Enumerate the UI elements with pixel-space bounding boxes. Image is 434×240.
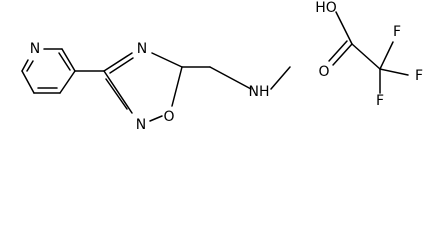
bond bbox=[103, 52, 133, 72]
oxadiazole-oxygen-label: O bbox=[163, 109, 174, 125]
bond bbox=[209, 66, 252, 90]
pyridine-ring bbox=[21, 48, 76, 94]
trifluoroacetic-acid bbox=[328, 11, 409, 94]
bond bbox=[103, 70, 133, 114]
fluorine-right-label: F bbox=[415, 68, 423, 84]
oxadiazole-nitrogen-2-label: N bbox=[136, 117, 146, 133]
bond bbox=[171, 66, 183, 107]
structure-drawing: N N N O NH HO O F F F bbox=[21, 0, 423, 133]
bond bbox=[328, 40, 348, 62]
bond bbox=[109, 57, 134, 74]
acid-carbonyl-oxygen-label: O bbox=[318, 64, 329, 80]
bond bbox=[379, 41, 394, 70]
molecule-canvas: N N N O NH HO O F F F bbox=[21, 0, 423, 133]
amine-nh-label: NH bbox=[249, 84, 270, 100]
bond bbox=[26, 60, 34, 72]
bond bbox=[59, 70, 76, 94]
oxadiazole-ring bbox=[103, 52, 183, 122]
fluorine-bottom-label: F bbox=[376, 93, 384, 109]
bond bbox=[379, 68, 409, 76]
bond bbox=[149, 115, 163, 122]
bond bbox=[151, 52, 183, 68]
bond bbox=[105, 78, 128, 110]
acid-hydroxyl-label: HO bbox=[315, 0, 337, 16]
bond bbox=[21, 70, 35, 94]
bond bbox=[335, 11, 353, 45]
bond bbox=[21, 59, 29, 72]
bond bbox=[351, 43, 381, 70]
bond bbox=[58, 52, 71, 71]
oxadiazole-nitrogen-4-label: N bbox=[137, 41, 147, 57]
bond bbox=[270, 66, 291, 90]
bond bbox=[332, 43, 353, 66]
bond bbox=[61, 48, 76, 72]
pyridine-nitrogen-label: N bbox=[30, 41, 40, 57]
fluorine-top-label: F bbox=[393, 24, 401, 40]
